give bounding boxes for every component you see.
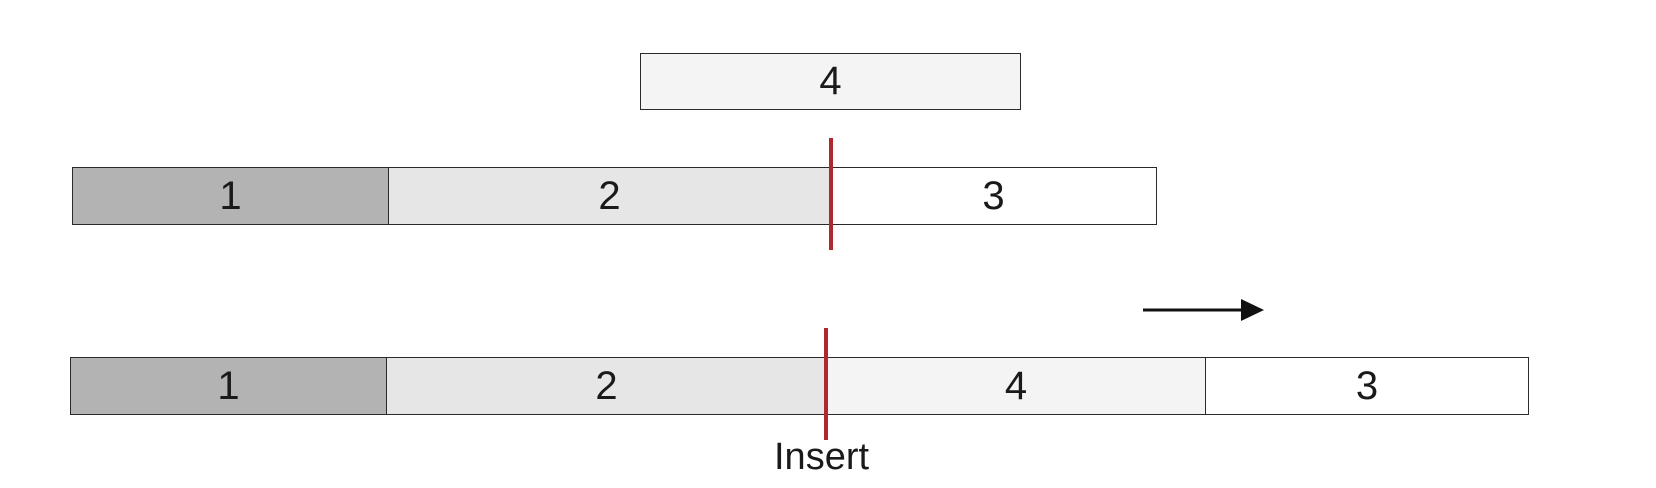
- after-clip-2[interactable]: 2: [386, 357, 827, 415]
- after-clip-4[interactable]: 4: [826, 357, 1206, 415]
- clip-label: 1: [219, 173, 242, 218]
- clip-label: 4: [819, 59, 842, 103]
- after-playhead[interactable]: [824, 328, 828, 440]
- after-clip-1[interactable]: 1: [70, 357, 387, 415]
- clip-label: 2: [598, 173, 621, 218]
- before-playhead[interactable]: [829, 138, 833, 250]
- floating-clip-4[interactable]: 4: [640, 53, 1021, 110]
- clip-label: 3: [1355, 363, 1379, 408]
- before-clip-3[interactable]: 3: [830, 167, 1157, 225]
- clip-label: 3: [982, 173, 1005, 218]
- before-clip-2[interactable]: 2: [388, 167, 831, 225]
- clip-label: 2: [595, 363, 618, 408]
- before-clip-1[interactable]: 1: [72, 167, 389, 225]
- right-arrow-icon: [1143, 299, 1264, 321]
- insert-label: Insert: [774, 436, 870, 478]
- clip-label: 1: [217, 363, 240, 408]
- after-clip-3[interactable]: 3: [1205, 357, 1529, 415]
- clip-label: 4: [1004, 363, 1028, 408]
